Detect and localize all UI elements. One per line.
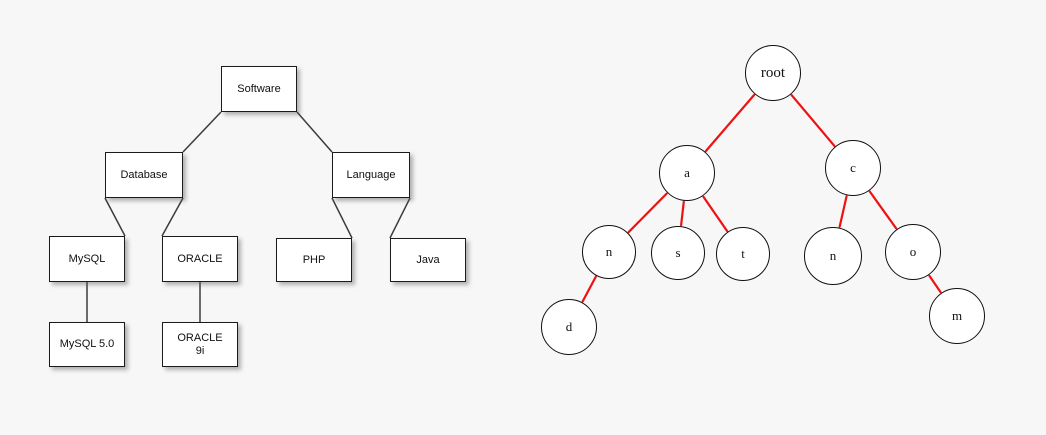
node-circle-d[interactable]: d: [541, 299, 597, 355]
node-box-java[interactable]: Java: [390, 238, 466, 282]
edge-a-to-n1: [627, 192, 668, 234]
edge-root-to-a: [704, 93, 756, 153]
node-box-database[interactable]: Database: [105, 152, 183, 198]
node-box-mysql50[interactable]: MySQL 5.0: [49, 322, 125, 367]
edge-software-to-database: [182, 111, 222, 153]
edge-o-to-m: [928, 274, 942, 294]
software-tree-edges: [86, 111, 411, 322]
edge-language-to-java: [389, 197, 411, 239]
node-circle-t[interactable]: t: [716, 227, 770, 281]
trie-tree-edges: [581, 93, 942, 303]
node-box-oracle9i[interactable]: ORACLE 9i: [162, 322, 238, 367]
edge-c-to-o: [868, 190, 898, 230]
edge-n1-to-d: [581, 275, 597, 303]
node-circle-s[interactable]: s: [651, 226, 705, 280]
node-box-mysql[interactable]: MySQL: [49, 236, 125, 282]
edge-a-to-t: [702, 195, 729, 233]
node-circle-c[interactable]: c: [825, 140, 881, 196]
node-box-oracle[interactable]: ORACLE: [162, 236, 238, 282]
node-circle-root[interactable]: root: [745, 45, 801, 101]
edge-root-to-c: [790, 94, 836, 147]
node-circle-o[interactable]: o: [885, 224, 941, 280]
node-circle-m[interactable]: m: [929, 288, 985, 344]
node-circle-n1[interactable]: n: [582, 225, 636, 279]
edge-c-to-n2: [838, 195, 848, 228]
node-box-software[interactable]: Software: [221, 66, 297, 112]
node-box-php[interactable]: PHP: [276, 238, 352, 282]
edge-a-to-s: [680, 200, 685, 227]
node-circle-n2[interactable]: n: [804, 227, 862, 285]
edge-language-to-php: [331, 197, 353, 239]
node-box-language[interactable]: Language: [332, 152, 410, 198]
edge-database-to-oracle: [161, 197, 184, 237]
edge-database-to-mysql: [104, 197, 126, 237]
edge-software-to-language: [296, 111, 333, 153]
node-circle-a[interactable]: a: [659, 145, 715, 201]
